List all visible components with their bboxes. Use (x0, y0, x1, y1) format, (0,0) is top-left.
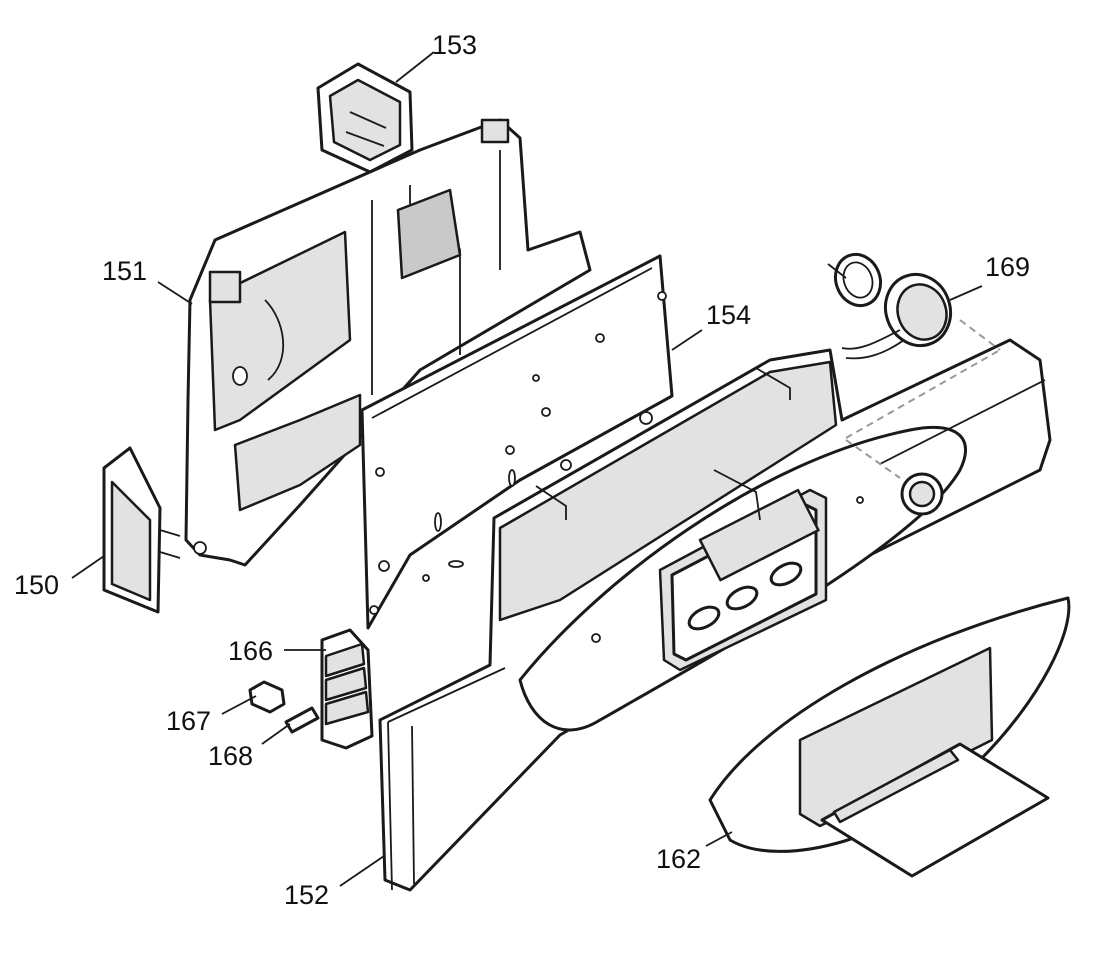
part-150-clip (102, 446, 181, 614)
callout-169: 169 (985, 252, 1030, 282)
part-153-bracket (316, 62, 414, 174)
part-166-terminal-block (320, 628, 374, 750)
callout-166: 166 (228, 636, 273, 666)
callout-150: 150 (14, 570, 59, 600)
callout-167: 167 (166, 706, 211, 736)
part-169-gauge (827, 252, 952, 360)
part-151-rear-frame (184, 118, 592, 567)
callout-168: 168 (208, 741, 253, 771)
part-168-fuse (284, 706, 320, 734)
part-154-circuit-board (360, 254, 674, 630)
callout-152: 152 (284, 880, 329, 910)
callout-153: 153 (432, 30, 477, 60)
callout-162: 162 (656, 844, 701, 874)
callout-151: 151 (102, 256, 147, 286)
part-162-lower-door (708, 596, 1071, 878)
leader-lines (71, 51, 983, 887)
part-167-clip (248, 680, 286, 714)
part-152-front-fascia (378, 319, 1052, 892)
callout-154: 154 (706, 300, 751, 330)
